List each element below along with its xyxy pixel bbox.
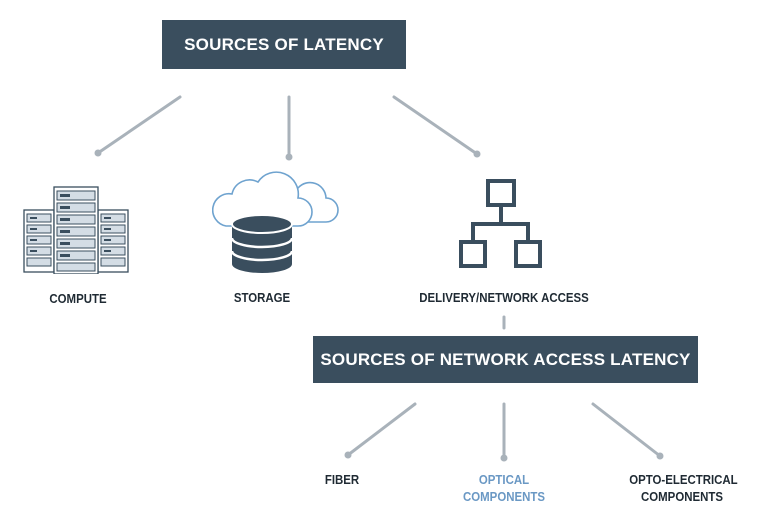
connector-dot-fiber bbox=[344, 451, 352, 459]
delivery-network-access-label: DELIVERY/NETWORK ACCESS bbox=[419, 290, 589, 305]
server-rack-icon bbox=[23, 186, 129, 274]
cloud-database-icon bbox=[212, 171, 339, 273]
connector-dot-optical bbox=[500, 454, 508, 462]
connector-delivery bbox=[392, 95, 479, 156]
compute-label: COMPUTE bbox=[49, 291, 107, 306]
connector-opto bbox=[591, 402, 662, 458]
connector-compute bbox=[96, 95, 182, 155]
connector-dot-opto bbox=[656, 452, 664, 460]
connector-dot-compute bbox=[94, 149, 102, 157]
optical-components-label: OPTICAL COMPONENTS bbox=[460, 471, 548, 505]
connector-dot-delivery bbox=[473, 150, 481, 158]
connector-fiber bbox=[346, 402, 417, 457]
opto-label-line1: OPTO-ELECTRICAL bbox=[629, 472, 738, 487]
opto-electrical-components-label: OPTO-ELECTRICAL COMPONENTS bbox=[629, 471, 738, 505]
optical-label-line1: OPTICAL bbox=[478, 472, 530, 487]
optical-label-line2: COMPONENTS bbox=[462, 489, 545, 504]
sources-of-latency-header: SOURCES OF LATENCY bbox=[162, 20, 406, 69]
opto-label-line2: COMPONENTS bbox=[640, 489, 723, 504]
fiber-label: FIBER bbox=[324, 472, 360, 487]
network-hierarchy-icon bbox=[459, 179, 542, 268]
storage-label: STORAGE bbox=[233, 290, 291, 305]
connector-dot-storage bbox=[285, 153, 293, 161]
sources-of-network-access-latency-header: SOURCES OF NETWORK ACCESS LATENCY bbox=[313, 336, 698, 383]
